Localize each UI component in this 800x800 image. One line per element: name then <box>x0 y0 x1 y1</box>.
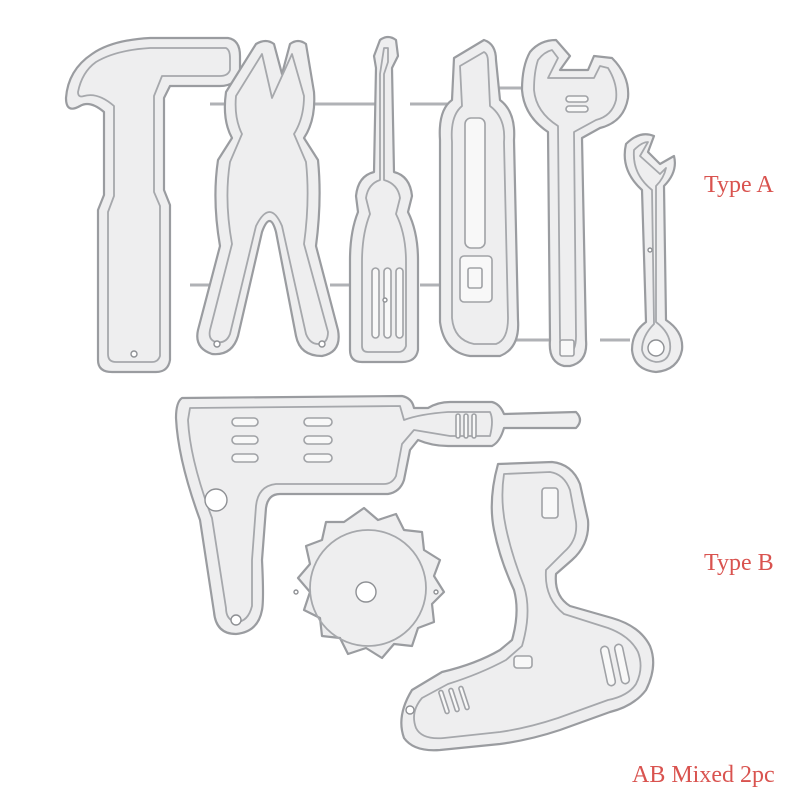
ab-mixed-label: AB Mixed 2pc <box>632 762 775 788</box>
drill-vent-3 <box>231 453 259 463</box>
cordless-drill-battery-2 <box>613 643 631 685</box>
wrench-slot-1 <box>565 95 589 103</box>
wrench-end-slot <box>559 339 575 357</box>
drill-chuck-1 <box>455 413 461 439</box>
drill-vent-6 <box>303 453 333 463</box>
wrench-slot-2 <box>565 105 589 113</box>
drill-chuck-3 <box>471 413 477 439</box>
cordless-drill-grip-2 <box>448 687 460 713</box>
knife-slider-window <box>467 267 483 289</box>
spanner-hole <box>647 247 653 253</box>
saw-inner-ring <box>309 529 427 647</box>
drill-chuck-2 <box>463 413 469 439</box>
hammer-shape <box>64 36 242 374</box>
spanner-shape <box>623 133 684 374</box>
pliers-hole-right <box>318 340 326 348</box>
drill-hang-hole <box>230 614 242 626</box>
saw-arbor-hole <box>355 581 377 603</box>
spanner-ring <box>647 339 665 357</box>
pliers-hole-left <box>213 340 221 348</box>
saw-hole-left <box>293 589 299 595</box>
screwdriver-grip-2 <box>383 267 392 339</box>
adjustable-wrench-shape <box>520 38 630 368</box>
drill-vent-1 <box>231 417 259 427</box>
saw-hole-right <box>433 589 439 595</box>
screwdriver-grip-1 <box>371 267 380 339</box>
screwdriver-hole <box>382 297 388 303</box>
drill-vent-4 <box>303 417 333 427</box>
type-a-tools-die <box>64 35 684 374</box>
drill-vent-2 <box>231 435 259 445</box>
cordless-drill-switch <box>541 487 559 519</box>
drill-vent-5 <box>303 435 333 445</box>
cordless-drill-grip-1 <box>438 689 450 715</box>
knife-blade-slot <box>464 117 486 249</box>
pliers-shape <box>196 39 340 358</box>
type-a-label: Type A <box>704 172 774 198</box>
cordless-drill-battery-1 <box>599 645 617 687</box>
cordless-drill-hole <box>405 705 415 715</box>
screwdriver-grip-3 <box>395 267 404 339</box>
type-b-power-tools-die <box>174 394 655 752</box>
saw-blade-shape <box>293 506 446 660</box>
screwdriver-shape <box>348 35 420 364</box>
type-b-label: Type B <box>704 550 774 576</box>
hammer-hole <box>130 350 138 358</box>
cordless-drill-grip-3 <box>458 685 470 711</box>
hammer-drill-shape <box>174 394 582 636</box>
cordless-drill-shape <box>400 460 655 752</box>
utility-knife-shape <box>438 38 520 358</box>
drill-trigger-ring <box>204 488 228 512</box>
cordless-drill-trigger <box>513 655 533 669</box>
